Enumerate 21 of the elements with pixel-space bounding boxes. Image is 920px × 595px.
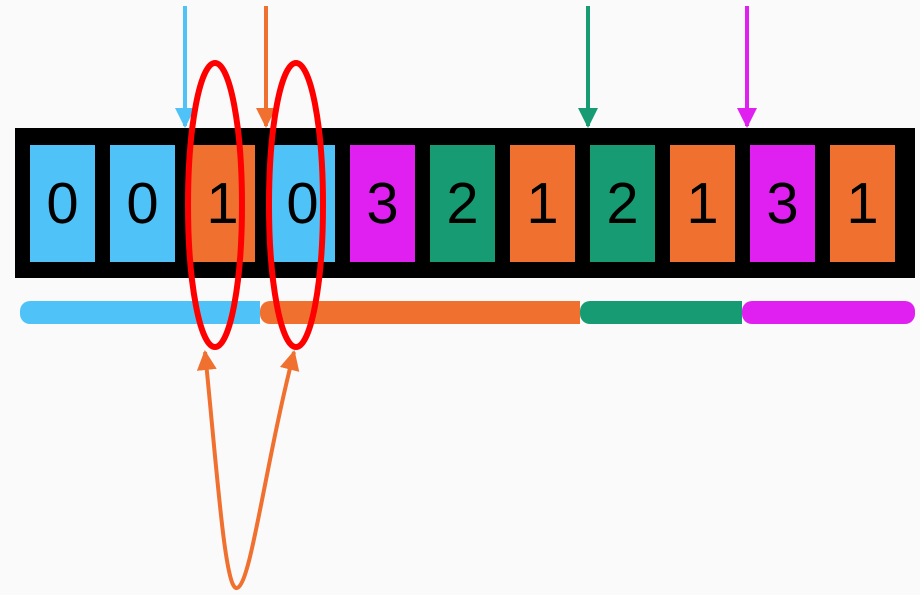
array-cell: 0: [30, 145, 95, 262]
array-cell: 3: [350, 145, 415, 262]
arrow: [578, 6, 598, 128]
array-cell: 2: [590, 145, 655, 262]
range-bar: [742, 301, 915, 324]
array-cell: 1: [670, 145, 735, 262]
highlight-ellipse: [266, 60, 326, 350]
arrow: [256, 6, 276, 128]
array-cell: 3: [750, 145, 815, 262]
highlight-ellipse: [185, 60, 245, 350]
range-bar: [260, 301, 580, 324]
range-bar: [580, 301, 742, 324]
range-bar: [20, 301, 260, 324]
array-cell: 1: [830, 145, 895, 262]
array-frame: [15, 128, 915, 278]
array-cell: 2: [430, 145, 495, 262]
array-cell: 0: [110, 145, 175, 262]
arrow: [737, 6, 757, 128]
arrow: [175, 6, 195, 128]
arrow: [196, 350, 300, 590]
array-cell: 1: [510, 145, 575, 262]
